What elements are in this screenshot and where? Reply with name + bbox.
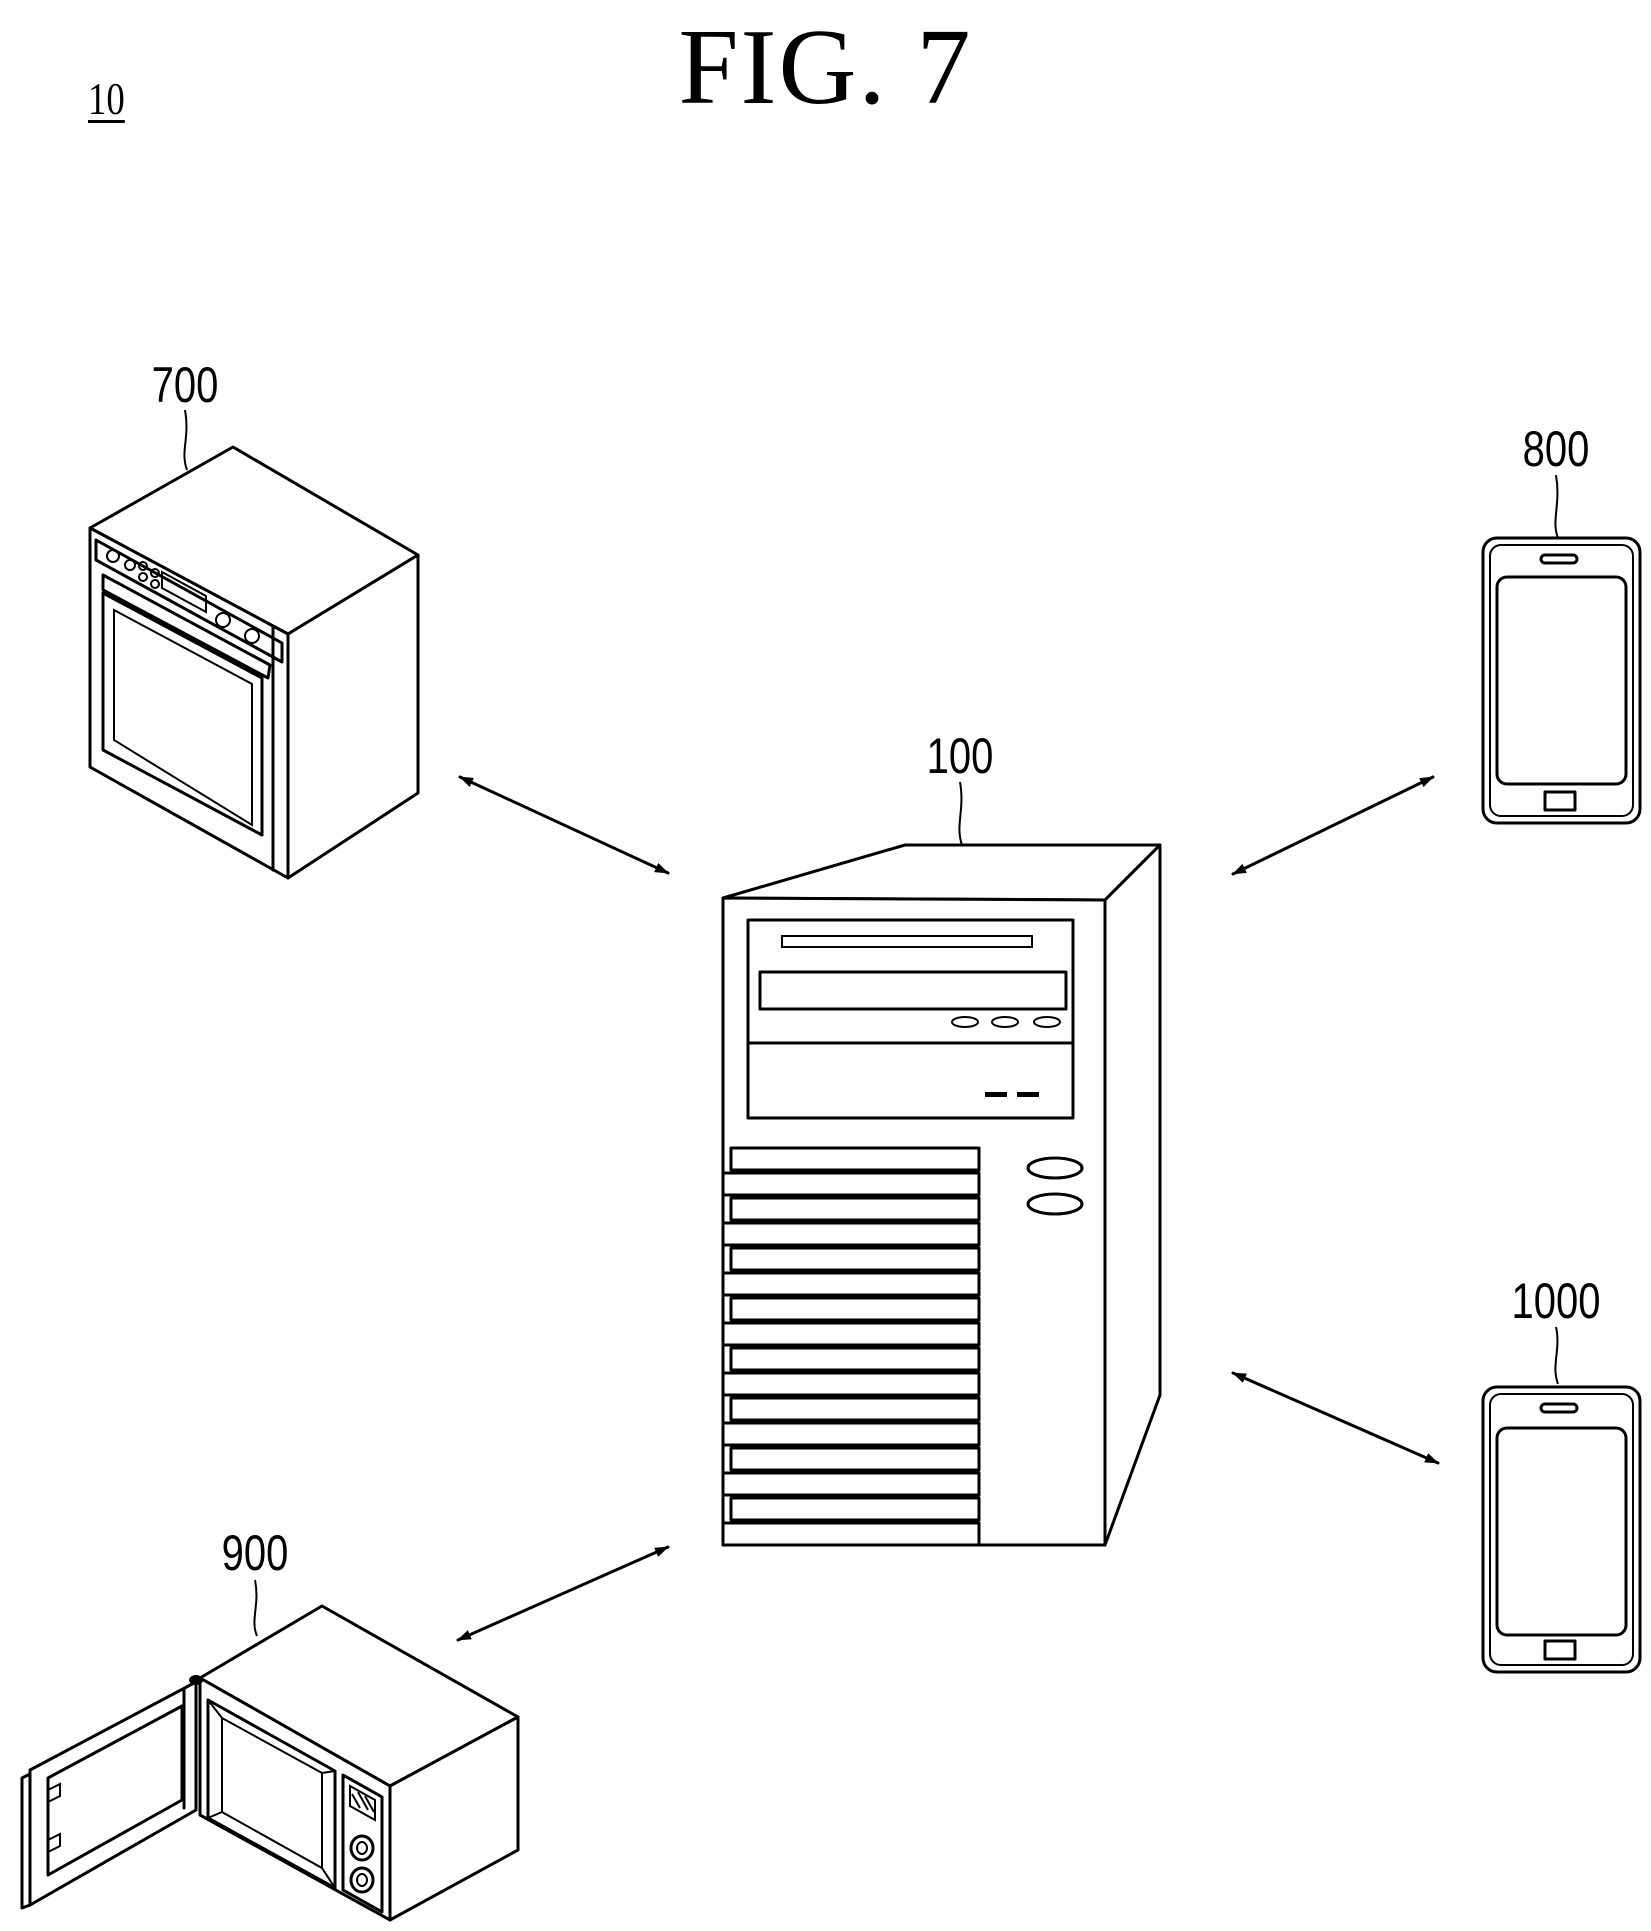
microwave-door-handle	[22, 1774, 30, 1908]
oven-leader-line	[184, 410, 187, 470]
arrow-oven-server	[460, 777, 668, 873]
phone-a-screen	[1497, 577, 1626, 784]
phone-b-reference-label: 1000	[1512, 1273, 1601, 1329]
phone-b-leader-line	[1555, 1327, 1558, 1384]
phone-a-home-button	[1545, 792, 1575, 810]
server-reference-label: 100	[927, 728, 994, 784]
server-leader-line	[959, 782, 962, 845]
server-illustration	[723, 845, 1160, 1545]
phone-a-leader-line	[1555, 475, 1558, 538]
phone-b-illustration	[1483, 1387, 1640, 1672]
server-side-face	[1105, 845, 1160, 1545]
oven-illustration	[90, 447, 418, 878]
microwave-reference-label: 900	[222, 1525, 289, 1581]
microwave-illustration	[22, 1606, 518, 1920]
arrow-server-microwave	[458, 1547, 668, 1640]
server-top-face	[723, 845, 1160, 900]
phone-b-screen	[1497, 1428, 1626, 1635]
microwave-leader-line	[254, 1580, 257, 1636]
phone-a-illustration	[1483, 538, 1640, 823]
phone-b-body	[1483, 1387, 1640, 1672]
phone-b-speaker	[1541, 1404, 1577, 1412]
phone-a-speaker	[1541, 555, 1577, 563]
arrow-server-phone-b	[1233, 1373, 1438, 1463]
oven-reference-label: 700	[152, 357, 219, 413]
phone-a-reference-label: 800	[1523, 421, 1590, 477]
phone-a-body	[1483, 538, 1640, 823]
arrow-server-phone-a	[1233, 777, 1433, 874]
phone-b-home-button	[1545, 1641, 1575, 1659]
